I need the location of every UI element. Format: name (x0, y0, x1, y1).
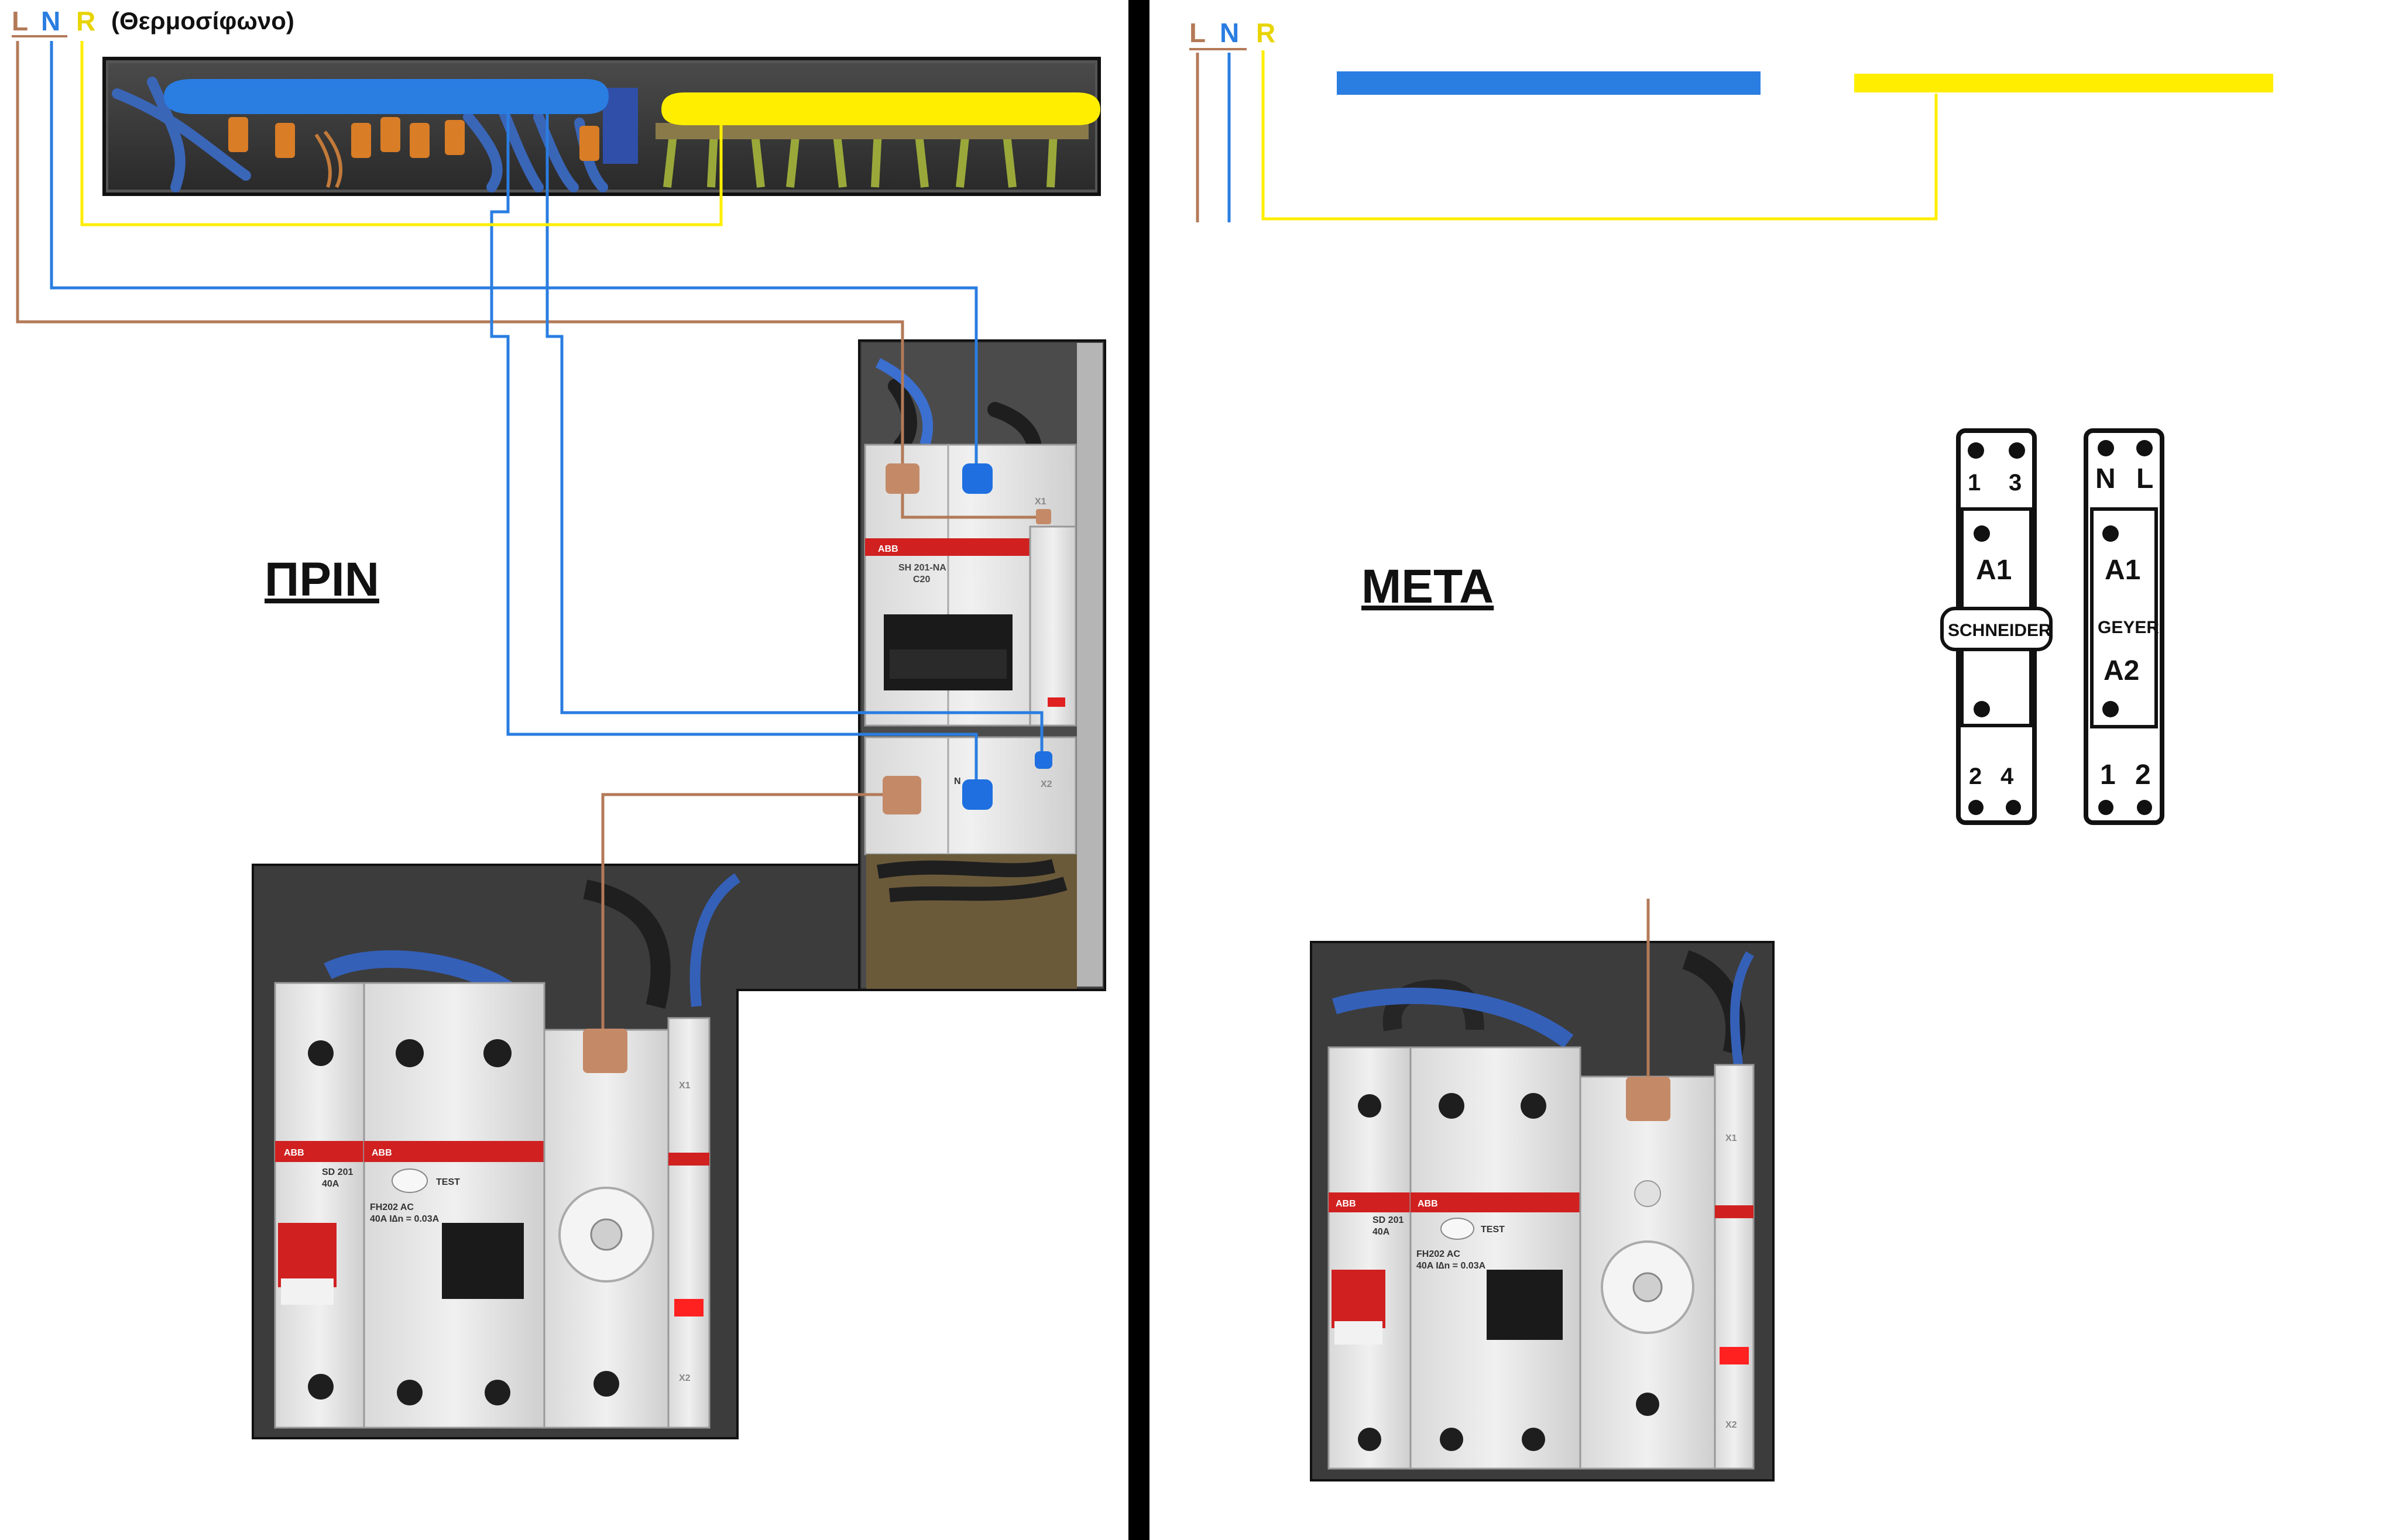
before-title: ΠΡΙΝ (265, 553, 379, 606)
svg-text:TEST: TEST (1481, 1225, 1505, 1235)
before-live-pad-mid (883, 776, 921, 814)
after-legend-l: L (1189, 18, 1206, 48)
svg-text:ABB: ABB (1336, 1199, 1356, 1209)
svg-text:4: 4 (2000, 764, 2014, 789)
svg-text:40A: 40A (322, 1179, 339, 1189)
before-panel: L N R (Θερμοσίφωνο) (12, 6, 1106, 1439)
svg-text:N: N (954, 776, 961, 786)
svg-text:ABB: ABB (1418, 1199, 1438, 1209)
svg-text:ABB: ABB (284, 1148, 304, 1158)
svg-text:ABB: ABB (372, 1148, 392, 1158)
after-relay-wire (1261, 50, 1938, 221)
svg-text:A2: A2 (2104, 655, 2139, 686)
svg-text:X2: X2 (1041, 779, 1052, 789)
before-neutral-wire (50, 41, 978, 479)
before-legend-note: (Θερμοσίφωνο) (111, 7, 294, 35)
before-neutral-pad-mid (962, 779, 993, 810)
svg-text:GEYER: GEYER (2098, 618, 2159, 637)
svg-text:X1: X1 (679, 1081, 691, 1091)
before-neutral-pad-x2 (1035, 751, 1052, 769)
svg-text:X1: X1 (1035, 497, 1046, 507)
after-legend-r: R (1256, 18, 1275, 48)
svg-text:X2: X2 (679, 1373, 691, 1383)
geyer-relay: N L A1 GEYER A2 1 2 (2084, 428, 2164, 825)
after-live-pad (1626, 1077, 1670, 1121)
svg-text:1: 1 (2100, 759, 2116, 790)
svg-text:1: 1 (1968, 470, 1981, 496)
breaker-photo-before: ABB SD 201 40A ABB TEST FH202 AC 40A I∆n… (252, 864, 860, 1439)
after-legend-n: N (1220, 18, 1239, 48)
svg-text:SCHNEIDER: SCHNEIDER (1948, 621, 2051, 640)
svg-text:FH202 AC: FH202 AC (370, 1202, 414, 1212)
svg-text:L: L (2136, 463, 2153, 494)
before-relay-wire (80, 41, 723, 226)
before-legend-l: L (12, 6, 28, 36)
svg-text:3: 3 (2009, 470, 2022, 496)
svg-text:X1: X1 (1725, 1133, 1737, 1143)
svg-text:FH202 AC: FH202 AC (1416, 1249, 1460, 1259)
svg-text:A1: A1 (2105, 555, 2140, 586)
panel-divider (1128, 0, 1149, 1540)
breaker-photo-after: ABB SD 201 40A ABB TEST FH202 AC 40A I∆n… (1310, 941, 1775, 1481)
svg-text:TEST: TEST (436, 1177, 460, 1187)
svg-text:ABB: ABB (878, 544, 898, 554)
svg-text:2: 2 (2135, 759, 2151, 790)
schneider-relay: 1 3 A1 SCHNEIDER 2 4 (1940, 428, 2053, 825)
before-live-lower (601, 793, 903, 1047)
junction-box-photo (102, 57, 1101, 196)
before-live-pad-x1 (1036, 509, 1051, 524)
before-neutral-wire-2 (490, 114, 978, 795)
svg-text:N: N (2095, 463, 2116, 494)
before-live-wire (16, 41, 904, 479)
svg-text:C20: C20 (913, 575, 930, 585)
svg-text:40A I∆n = 0.03A: 40A I∆n = 0.03A (1416, 1261, 1486, 1271)
after-relay-bar (1854, 74, 2273, 92)
svg-text:SH 201-NA: SH 201-NA (898, 563, 946, 573)
before-legend-n: N (41, 6, 60, 36)
after-title: ΜΕΤΑ (1361, 560, 1494, 613)
svg-text:40A: 40A (1372, 1227, 1390, 1237)
before-neutral-wire-3 (545, 114, 1044, 759)
svg-text:X2: X2 (1725, 1420, 1737, 1430)
before-live-pad-timer (583, 1029, 627, 1073)
after-neutral-bar (1337, 71, 1761, 95)
svg-text:A1: A1 (1976, 555, 2012, 586)
before-legend-r: R (76, 6, 95, 36)
distribution-board-photo: ABB ABB SH 201-NA C20 X1 N X2 (858, 339, 1106, 991)
svg-text:2: 2 (1969, 764, 1982, 789)
before-live-pad-top (886, 463, 919, 494)
svg-text:SD 201: SD 201 (1372, 1215, 1404, 1225)
after-panel: L N R ΜΕΤΑ 1 3 A1 SCHNEIDER 2 4 (1189, 18, 2273, 1481)
svg-text:SD 201: SD 201 (322, 1167, 353, 1177)
before-neutral-pad-top (962, 463, 993, 494)
svg-text:40A I∆n = 0.03A: 40A I∆n = 0.03A (370, 1214, 440, 1224)
